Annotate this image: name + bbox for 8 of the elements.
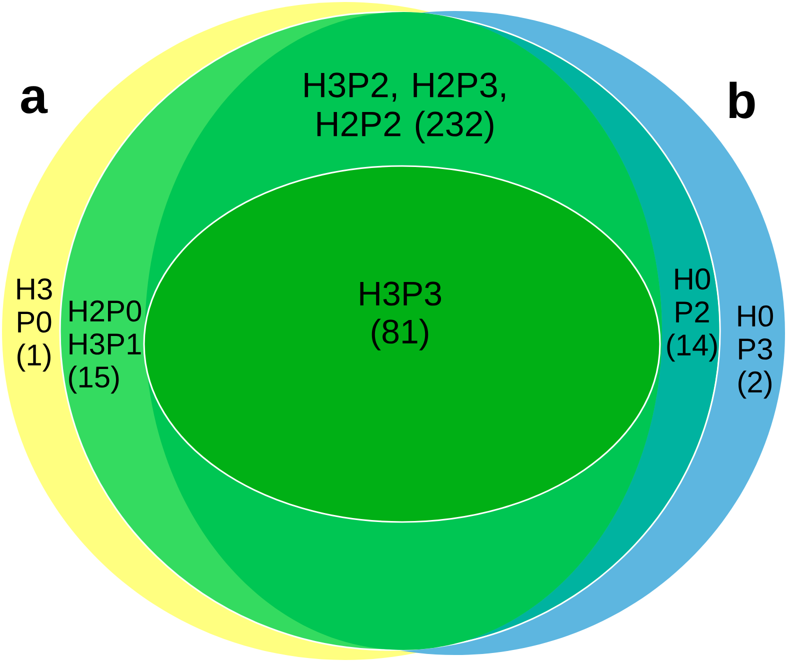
region-label: H2P0 H3P1 (15) — [69, 300, 142, 394]
region-label: H3 P0 (1) — [17, 278, 52, 372]
region-label: H3P3 (81) — [360, 282, 442, 350]
region-label: H0 P2 (14) — [667, 268, 717, 362]
set-label: a — [21, 86, 48, 114]
region-label: H0 P3 (2) — [738, 305, 773, 399]
region-label: H3P2, H2P3, H2P2 (232) — [304, 72, 505, 144]
set-label: b — [730, 82, 755, 118]
